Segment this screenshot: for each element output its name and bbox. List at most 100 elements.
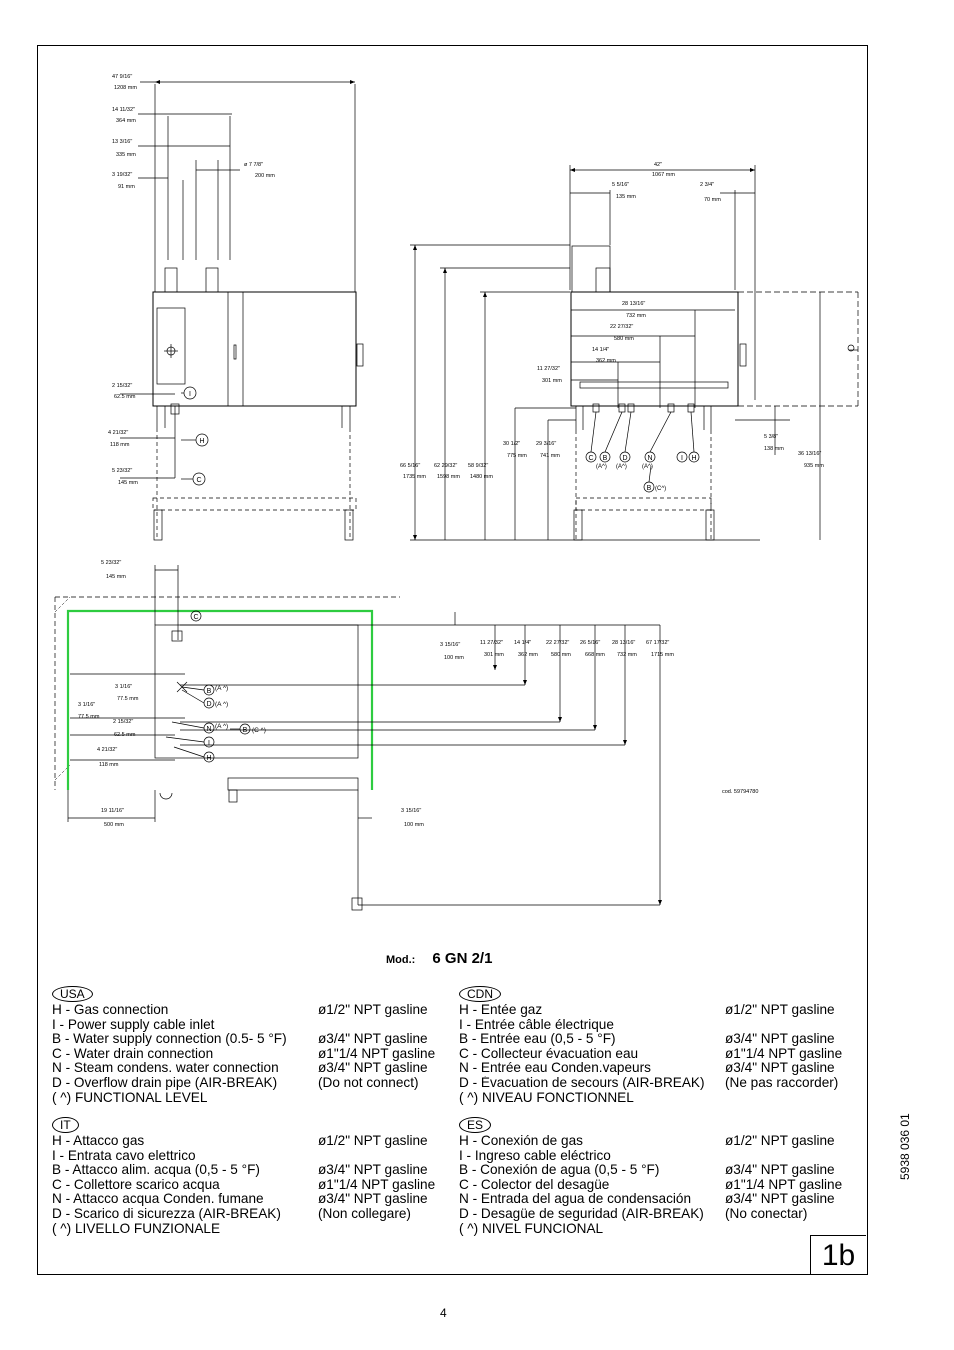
page-number: 4 [440, 1306, 447, 1320]
dim-front-1-inch: 14 11/32" [112, 107, 135, 113]
plan-connector-b: B [207, 688, 212, 695]
dim-side-h-4-mm: 741 mm [540, 453, 560, 459]
dim-side-h-2-inch: 58 9/32" [468, 463, 488, 469]
dim-front-2-mm: 335 mm [116, 152, 136, 158]
legend-row-spec: (Ne pas raccorder) [725, 1074, 839, 1090]
legend-language-badge: CDN [459, 986, 501, 1002]
legend-row-text: D - Overflow drain pipe (AIR-BREAK) [52, 1075, 278, 1090]
dim-plan-left-2-inch: 2 15/32" [113, 719, 133, 725]
dim-plan-bottom-0-inch: 19 11/16" [101, 808, 124, 814]
legend-row-text: H - Conexión de gas [459, 1134, 583, 1148]
dim-front-5-mm: 62.5 mm [114, 394, 136, 400]
legend-row-spec [318, 1018, 452, 1033]
dim-plan-left-2-mm: 62.5 mm [114, 732, 136, 738]
model-label: Mod.: [386, 954, 416, 966]
side-view [410, 165, 859, 541]
plan-connector-d: D [206, 701, 211, 708]
legend-row-text: H - Attacco gas [52, 1134, 145, 1148]
dim-side-h-0-inch: 66 5/16" [400, 463, 420, 469]
side-connector-b-bottom: B [647, 485, 652, 492]
legend-row-spec: (Non collegare) [318, 1205, 411, 1221]
plan-functional-2: (A ^) [215, 723, 228, 730]
legend-row-text: N - Entrada del agua de condensación [459, 1192, 692, 1207]
legend-row: N - Entrée eau Conden.vapeurs ø3/4" NPT g… [459, 1061, 859, 1076]
dim-plan-row-1-mm: 301 mm [484, 652, 504, 658]
side-connector-d: D [622, 455, 627, 462]
plan-connector-c: C [193, 614, 198, 621]
legend-row-text: C - Collecteur évacuation eau [459, 1046, 639, 1061]
legend-row-spec [318, 1222, 452, 1237]
legend-row: D - Évacuation de secours (AIR-BREAK)(Ne… [459, 1074, 859, 1091]
legend-row-text: N - Attacco acqua Conden. fumane [52, 1192, 264, 1207]
dim-side-top-0-mm: 1067 mm [652, 172, 675, 178]
dim-plan-row-3-inch: 22 27/32" [546, 640, 569, 646]
dim-plan-row-6-inch: 67 17/32" [646, 640, 669, 646]
legend-row-spec: ø1/2" NPT gasline [318, 1133, 428, 1148]
dim-front-3-mm: 91 mm [118, 184, 135, 190]
plan-connector-n: N [206, 726, 211, 733]
dim-side-inner-2-mm: 362 mm [596, 358, 616, 364]
legend-row-text: N - Steam condens. water connection [52, 1061, 279, 1076]
dim-side-h-1-inch: 62 29/32" [434, 463, 457, 469]
dim-plan-row-0-inch: 3 15/16" [440, 642, 460, 648]
legend-row: C - Collettore scarico acqua ø1"1/4 NPT g… [52, 1176, 452, 1193]
dim-front-5-inch: 2 15/32" [112, 383, 132, 389]
front-connector-h: H [199, 438, 204, 445]
dim-plan-top-mm: 145 mm [106, 574, 126, 580]
legend-row-spec [318, 1149, 452, 1164]
dim-front-7-mm: 145 mm [118, 480, 138, 486]
dim-front-6-inch: 4 21/32" [108, 430, 128, 436]
dim-side-h-3-mm: 775 mm [507, 453, 527, 459]
plan-functional-0: (A ^) [215, 685, 228, 692]
dim-front-4-inch: ø 7 7/8" [244, 162, 263, 168]
dim-plan-left-1-inch: 3 1/16" [78, 702, 95, 708]
legend-row-text: C - Collettore scarico acqua [52, 1177, 220, 1192]
legend-row-spec: ø1/2" NPT gasline [318, 1002, 428, 1017]
dim-side-top-2-inch: 2 3/4" [700, 182, 714, 188]
legend-row: I - Entrata cavo elettrico [52, 1149, 452, 1164]
dim-plan-row-1-inch: 11 27/32" [480, 640, 503, 646]
front-connector-c: C [196, 477, 201, 484]
legend-row-spec: ø1"1/4 NPT gasline [725, 1045, 843, 1061]
legend-row-text: B - Water supply connection (0.5- 5 °F) [52, 1032, 287, 1047]
legend-row: ( ^) NIVEL FUNCIONAL [459, 1222, 859, 1237]
legend-row-text: ( ^) NIVEAU FONCTIONNEL [459, 1090, 634, 1105]
legend-row: I - Entrée câble électrique [459, 1018, 859, 1033]
side-sub-label-3: (C^) [655, 486, 666, 492]
dim-side-top-1-mm: 135 mm [616, 194, 636, 200]
legend-language-badge: USA [52, 986, 93, 1002]
legend-row-spec: ø3/4" NPT gasline [725, 1060, 835, 1076]
legend-row-text: C - Colector del desagüe [459, 1177, 610, 1192]
plan-view [54, 565, 661, 911]
legend-language-badge: ES [459, 1117, 492, 1133]
legend-row-spec: ø1"1/4 NPT gasline [318, 1176, 436, 1192]
legend-row-text: N - Entrée eau Conden.vapeurs [459, 1061, 651, 1076]
dim-side-r-0-inch: 5 3/8" [764, 434, 778, 440]
side-sub-label-1: (A^) [616, 464, 627, 470]
dim-side-h-2-mm: 1480 mm [470, 474, 493, 480]
legend-row-spec [725, 1149, 859, 1164]
dim-plan-row-0-mm: 100 mm [444, 655, 464, 661]
legend-row-spec [318, 1091, 452, 1106]
legend-row-spec [725, 1018, 859, 1033]
legend-row-spec: ø1"1/4 NPT gasline [318, 1045, 436, 1061]
legend-row-text: H - Gas connection [52, 1003, 169, 1017]
dim-front-1-mm: 364 mm [116, 118, 136, 124]
dim-front-0-inch: 47 9/16" [112, 74, 132, 80]
dim-plan-left-0-inch: 3 1/16" [115, 684, 132, 690]
legend-row: H - Attacco gas ø1/2" NPT gasline [52, 1133, 452, 1149]
legend-row-spec [725, 1091, 859, 1106]
dim-plan-bottom-1-mm: 100 mm [404, 822, 424, 828]
legend-row: ( ^) LIVELLO FUNZIONALE [52, 1222, 452, 1237]
dim-front-0-mm: 1208 mm [114, 85, 137, 91]
legend-row-spec: ø3/4" NPT gasline [318, 1060, 428, 1076]
legend-row: B - Water supply connection (0.5- 5 °F)ø… [52, 1032, 452, 1047]
dim-plan-row-2-inch: 14 1/4" [514, 640, 531, 646]
legend-row: C - Collecteur évacuation eau ø1"1/4 NPT … [459, 1045, 859, 1062]
legend-row-text: I - Entrata cavo elettrico [52, 1148, 196, 1163]
dim-side-top-1-inch: 5 5/16" [612, 182, 629, 188]
legend-row-text: D - Scarico di sicurezza (AIR-BREAK) [52, 1206, 281, 1221]
